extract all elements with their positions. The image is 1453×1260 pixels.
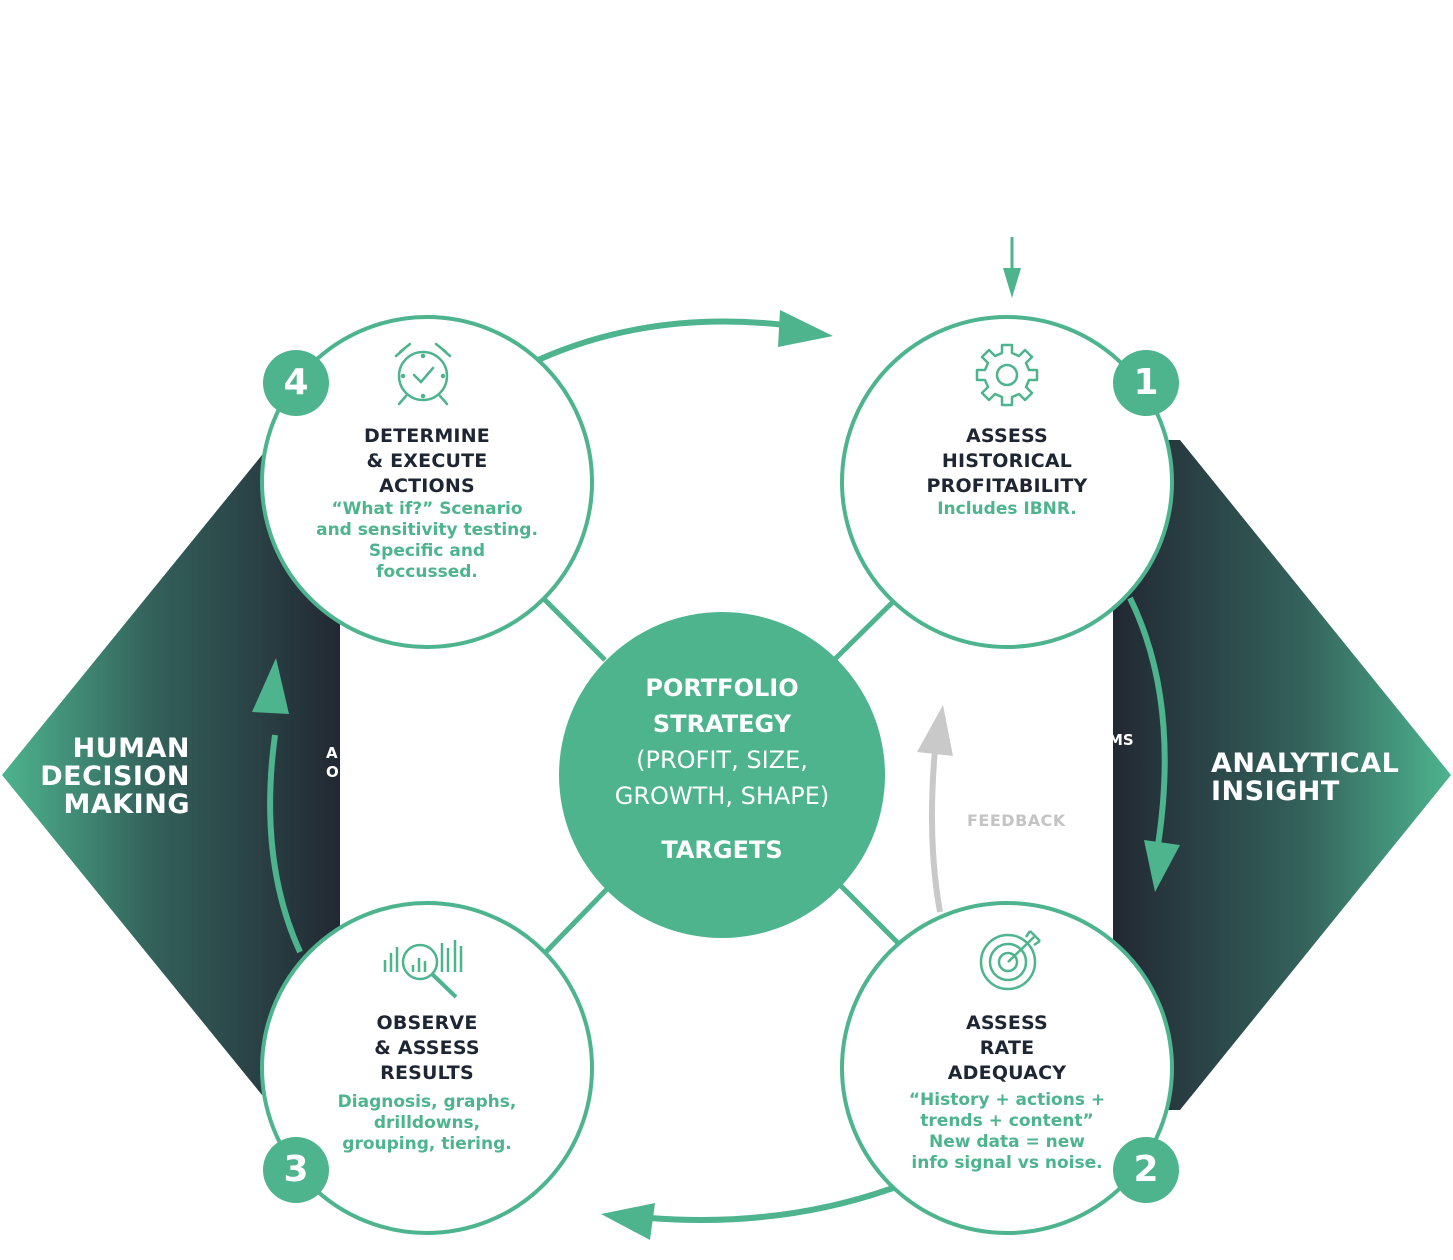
step-3-badge: [263, 1137, 329, 1203]
step-1-text: ASSESS HISTORICAL PROFITABILITY Includes…: [877, 424, 1137, 520]
step-2-circle[interactable]: [840, 901, 1174, 1235]
title-line: OBSERVE: [376, 1012, 478, 1034]
step-4-badge: [263, 350, 329, 416]
gear-icon: [975, 343, 1039, 407]
label-line: INSIGHT: [1211, 776, 1340, 807]
feedback-label: FEEDBACK: [967, 811, 1066, 830]
alarm-clock-icon: [394, 342, 452, 406]
cycle-arrow-1-to-2: [1127, 596, 1180, 892]
title-line: HISTORICAL: [941, 450, 1073, 472]
fragment-line: O: [326, 763, 339, 781]
chart-magnifier-icon: [383, 940, 463, 999]
title-line: ASSESS: [966, 1012, 1048, 1034]
desc-line: “What if?” Scenario: [331, 499, 523, 519]
step-3-description: Diagnosis, graphs, drilldowns, grouping,…: [297, 1092, 557, 1155]
desc-line: Diagnosis, graphs,: [337, 1092, 517, 1112]
desc-line: New data = new: [928, 1132, 1086, 1152]
title-line: & EXECUTE: [366, 450, 488, 472]
human-decision-making-label: HUMAN DECISION MAKING: [40, 735, 190, 819]
label-line: MAKING: [63, 789, 190, 820]
target-icon: [979, 930, 1041, 991]
step-1-circle[interactable]: [840, 315, 1174, 649]
label-line: ANALYTICAL: [1211, 748, 1400, 779]
step-1-badge: [1113, 350, 1179, 416]
step-4-text: DETERMINE & EXECUTE ACTIONS “What if?” S…: [297, 424, 557, 583]
step-2-text: ASSESS RATE ADEQUACY “History + actions …: [877, 1011, 1137, 1174]
title-line: ASSESS: [966, 425, 1048, 447]
step-3-text: OBSERVE & ASSESS RESULTS Diagnosis, grap…: [297, 1011, 557, 1155]
title-line: ACTIONS: [379, 475, 475, 497]
step-2-description: “History + actions + trends + content” N…: [877, 1090, 1137, 1174]
title-line: ADEQUACY: [947, 1062, 1067, 1084]
center-subtitle-line-2: GROWTH, SHAPE): [614, 782, 830, 810]
step-4-description: “What if?” Scenario and sensitivity test…: [297, 499, 557, 583]
step-4-title: DETERMINE & EXECUTE ACTIONS: [297, 424, 557, 499]
desc-line: Specific and: [368, 541, 486, 561]
portfolio-strategy-text: PORTFOLIO STRATEGY (PROFIT, SIZE, GROWTH…: [560, 670, 884, 868]
desc-line: Includes IBNR.: [937, 499, 1077, 519]
title-line: RESULTS: [380, 1062, 474, 1084]
center-subtitle-line-1: (PROFIT, SIZE,: [636, 746, 808, 774]
desc-line: “History + actions +: [908, 1090, 1106, 1110]
center-title-line-1: PORTFOLIO: [645, 674, 799, 702]
analytical-insight-label: ANALYTICAL INSIGHT: [1211, 750, 1431, 806]
step-3-number: 3: [283, 1149, 309, 1190]
input-arrow-top: [1003, 237, 1021, 298]
step-4-circle[interactable]: [260, 315, 594, 649]
portfolio-strategy-circle[interactable]: [559, 612, 885, 938]
title-line: RATE: [979, 1037, 1035, 1059]
step-2-title: ASSESS RATE ADEQUACY: [877, 1011, 1137, 1086]
cycle-arrow-2-to-3: [601, 1185, 895, 1240]
title-line: PROFITABILITY: [926, 475, 1088, 497]
label-line: DECISION: [40, 761, 190, 792]
analytical-insight-shape: [1113, 440, 1451, 1110]
step-4-number: 4: [283, 362, 309, 403]
desc-line: foccussed.: [376, 562, 478, 582]
human-decision-making-shape: [2, 455, 340, 1095]
step-2-badge: [1113, 1137, 1179, 1203]
step-1-title: ASSESS HISTORICAL PROFITABILITY: [877, 424, 1137, 499]
step-1-description: Includes IBNR.: [877, 499, 1137, 520]
desc-line: trends + content”: [920, 1111, 1094, 1131]
center-targets: TARGETS: [661, 836, 783, 864]
desc-line: info signal vs noise.: [911, 1153, 1103, 1173]
title-line: DETERMINE: [364, 425, 490, 447]
clipped-text-left: A O: [326, 744, 339, 782]
clipped-text-right: MS: [1108, 731, 1134, 749]
label-line: HUMAN: [72, 733, 190, 764]
cycle-arrow-4-to-1: [536, 310, 833, 363]
desc-line: grouping, tiering.: [342, 1134, 512, 1154]
step-1-number: 1: [1133, 362, 1159, 403]
cycle-arrow-3-to-4: [252, 658, 303, 954]
fragment-line: A: [326, 744, 338, 762]
step-3-title: OBSERVE & ASSESS RESULTS: [297, 1011, 557, 1086]
feedback-arrow: [917, 705, 953, 913]
step-2-number: 2: [1133, 1149, 1159, 1190]
title-line: & ASSESS: [374, 1037, 480, 1059]
desc-line: drilldowns,: [373, 1113, 481, 1133]
center-title-line-2: STRATEGY: [652, 710, 792, 738]
step-3-circle[interactable]: [260, 901, 594, 1235]
desc-line: and sensitivity testing.: [316, 520, 538, 540]
